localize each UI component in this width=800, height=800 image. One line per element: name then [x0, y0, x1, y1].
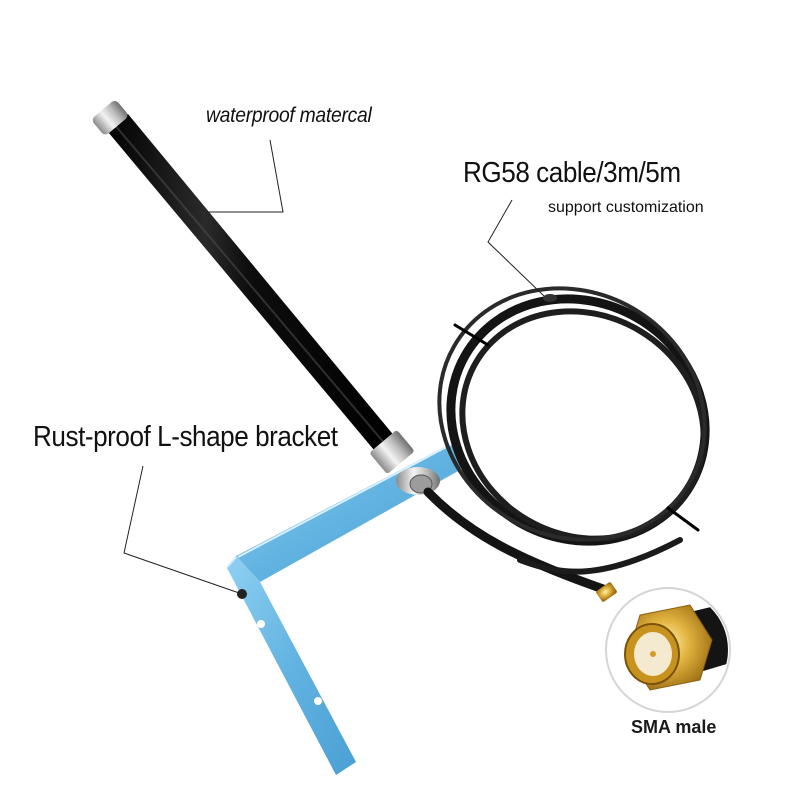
antenna-rod — [92, 101, 414, 474]
sma-connector-small — [596, 582, 617, 602]
waterproof-label: waterproof matercal — [206, 104, 372, 127]
rg58-cable — [423, 286, 710, 595]
sma-male-label: SMA male — [631, 717, 717, 737]
callout-dot-icon — [237, 589, 247, 599]
callout-dot-icon — [543, 294, 557, 302]
bracket-label: Rust-proof L-shape bracket — [33, 421, 338, 453]
callout-lines — [123, 139, 545, 595]
sma-closeup — [605, 587, 731, 713]
customization-label: support customization — [548, 199, 704, 216]
l-shape-bracket — [227, 443, 462, 775]
cable-label: RG58 cable/3m/5m — [463, 157, 681, 189]
